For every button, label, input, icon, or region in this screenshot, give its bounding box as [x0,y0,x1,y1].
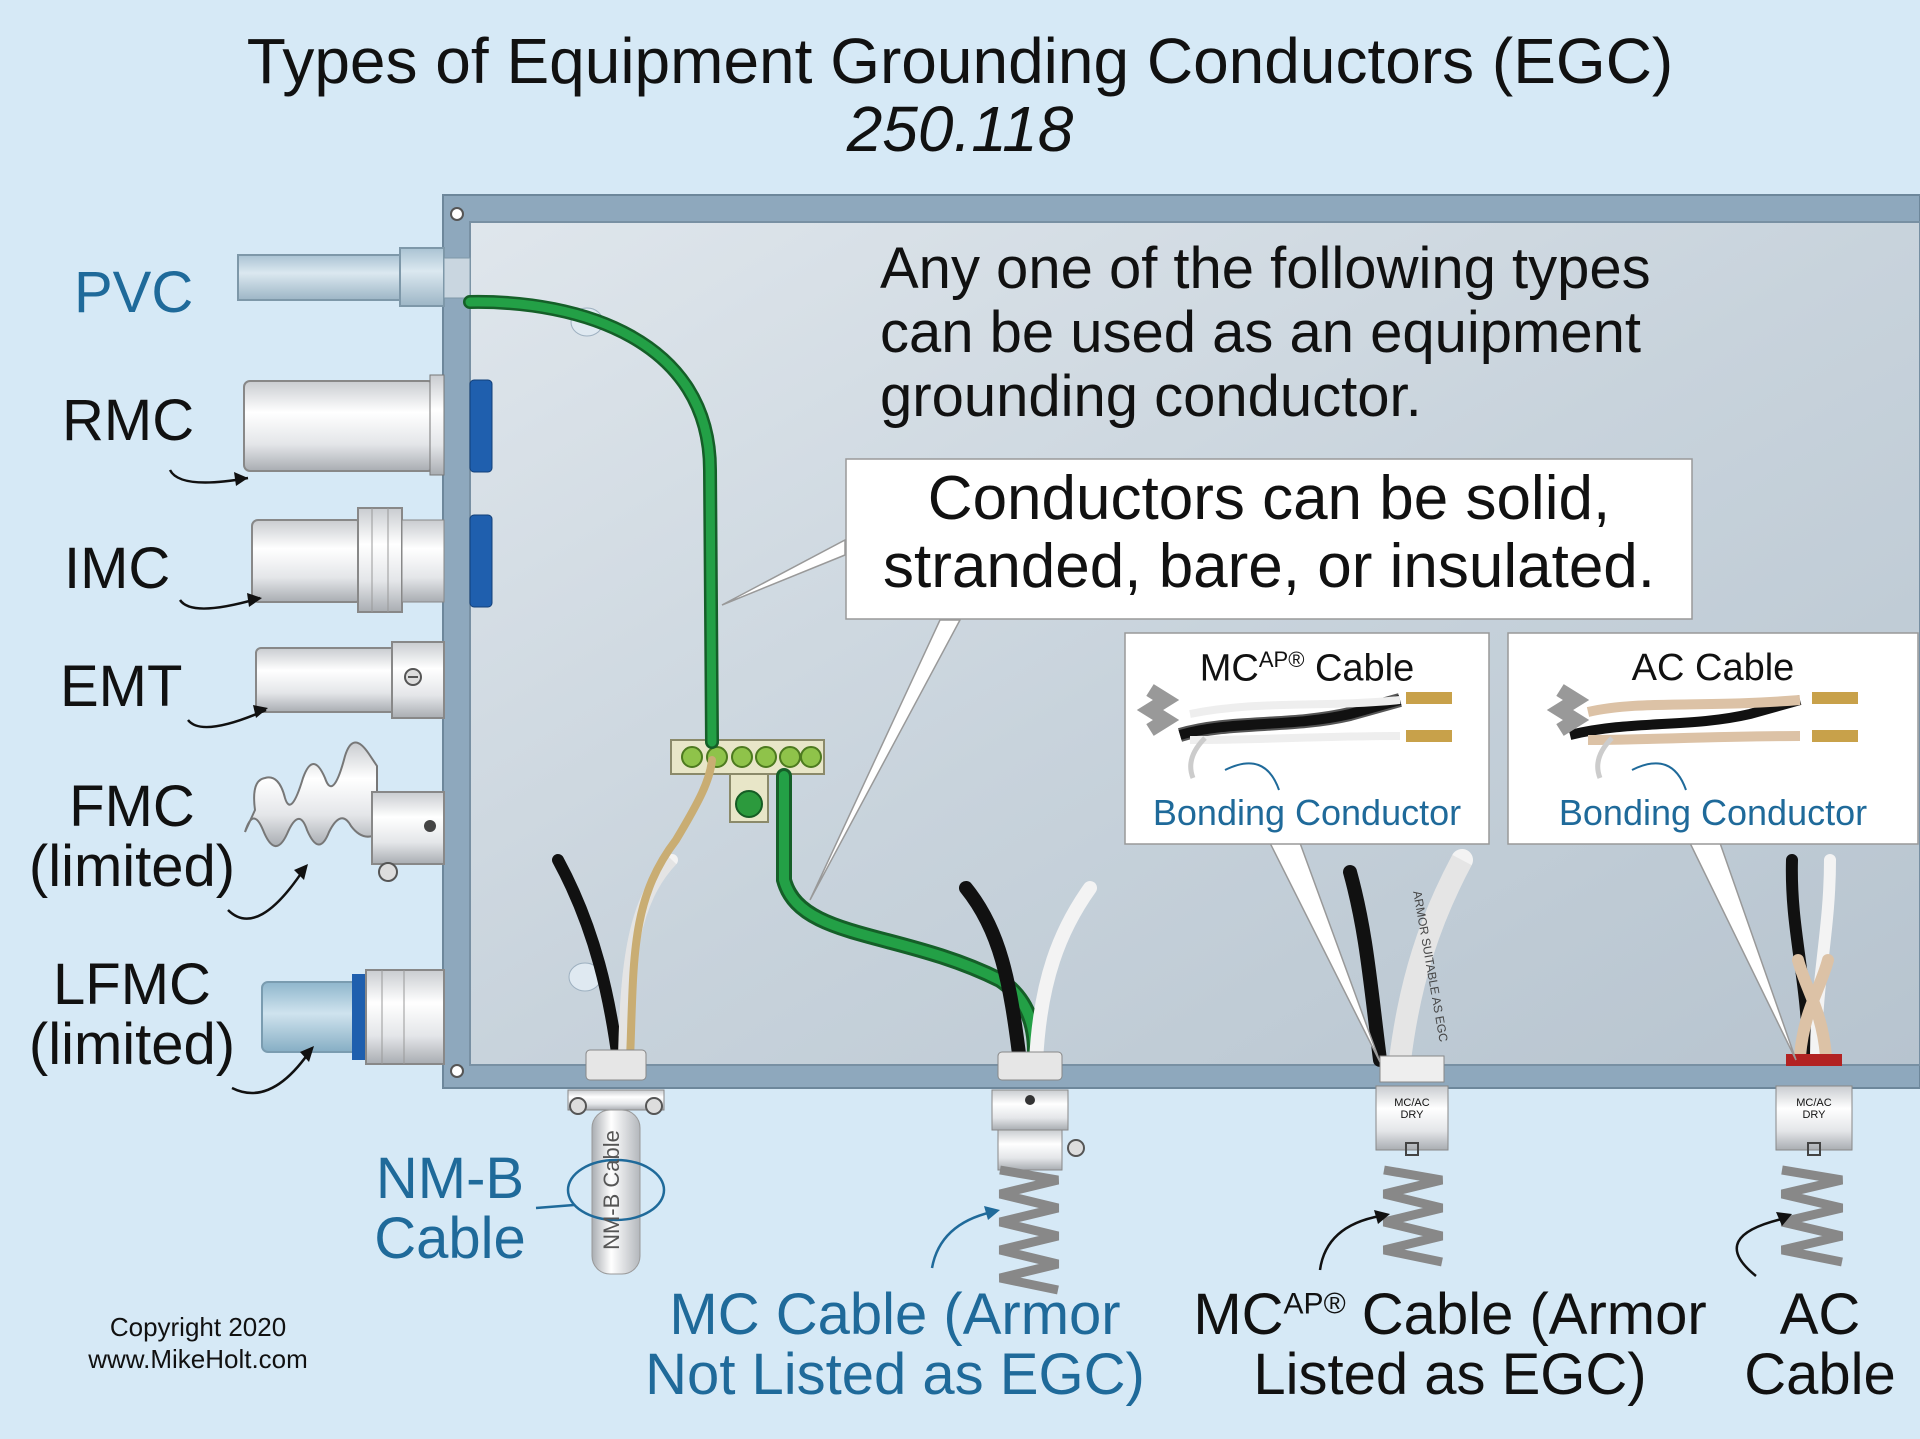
label-arrowheads [234,472,314,1062]
callout-bubble [721,458,1693,901]
label-fmc-limited: (limited) [28,834,236,899]
label-ac-cable: Cable [1744,1342,1896,1407]
callout-line-1: Conductors can be solid, [927,464,1611,533]
fmc-conduit [244,741,445,882]
label-lfmc: LFMC [53,952,211,1017]
nmb-jacket-print: NM-B Cable [599,1130,624,1250]
inset-mcap-title-prefix: MC [1199,647,1259,690]
label-emt: EMT [60,654,183,719]
pvc-conduit [237,247,471,307]
label-pvc: PVC [74,260,194,325]
diagram-title: Types of Equipment Grounding Conductors … [246,25,1674,97]
imc-conduit [251,507,493,613]
inset-mcap [1124,632,1490,1063]
label-mcap-prefix: MC [1193,1282,1284,1347]
label-pointer-arrows [168,469,314,1095]
label-mcap-line-1: MCAP® Cable (Armor [1190,1284,1710,1345]
label-mcap-rest: Cable (Armor [1361,1282,1707,1347]
inset-ac [1507,632,1919,1061]
inset-mcap-title-rest: Cable [1314,647,1415,690]
inset-mcap-title: MCAP® Cable [1125,648,1489,689]
egc-green-wires [463,294,1043,1060]
inset-mcap-caption: Bonding Conductor [1152,792,1462,833]
lfmc-conduit [261,969,445,1065]
label-mcap-line-2: Listed as EGC) [1253,1342,1647,1407]
nmb-cable [535,756,716,1275]
ground-bar [670,739,825,823]
mcap-fitting-print-1: MC/AC [1394,1097,1430,1109]
label-ac: AC [1779,1282,1861,1347]
callout-line-2: stranded, bare, or insulated. [882,532,1656,601]
label-rmc: RMC [62,388,195,453]
statement-line-3: grounding conductor. [880,364,1422,429]
label-nmb-cable: Cable [374,1206,526,1271]
inset-ac-title: AC Cable [1631,647,1795,689]
copyright-website: www.MikeHolt.com [88,1344,308,1374]
ac-fitting-print-2: DRY [1802,1109,1826,1121]
label-mc-line-2: Not Listed as EGC) [645,1342,1145,1407]
label-nmb: NM-B [375,1146,525,1211]
rmc-conduit [243,374,493,476]
inset-mcap-title-sup: AP® [1258,647,1305,672]
label-mcap-sup: AP® [1283,1287,1346,1321]
label-fmc: FMC [69,774,195,839]
mcap-cable [1318,849,1473,1271]
ac-cable [1735,854,1853,1277]
inset-ac-caption: Bonding Conductor [1558,792,1868,833]
emt-conduit [255,641,445,719]
statement-line-1: Any one of the following types [880,236,1651,301]
ac-fitting-print-1: MC/AC [1796,1097,1832,1109]
copyright-year: Copyright 2020 [109,1312,287,1342]
mc-cable [930,881,1097,1295]
label-mc-line-1: MC Cable (Armor [669,1282,1121,1347]
mcap-fitting-print-2: DRY [1400,1109,1424,1121]
label-imc: IMC [64,536,171,601]
label-lfmc-limited: (limited) [28,1012,236,1077]
code-reference: 250.118 [846,93,1074,165]
statement-line-2: can be used as an equipment [880,300,1641,365]
